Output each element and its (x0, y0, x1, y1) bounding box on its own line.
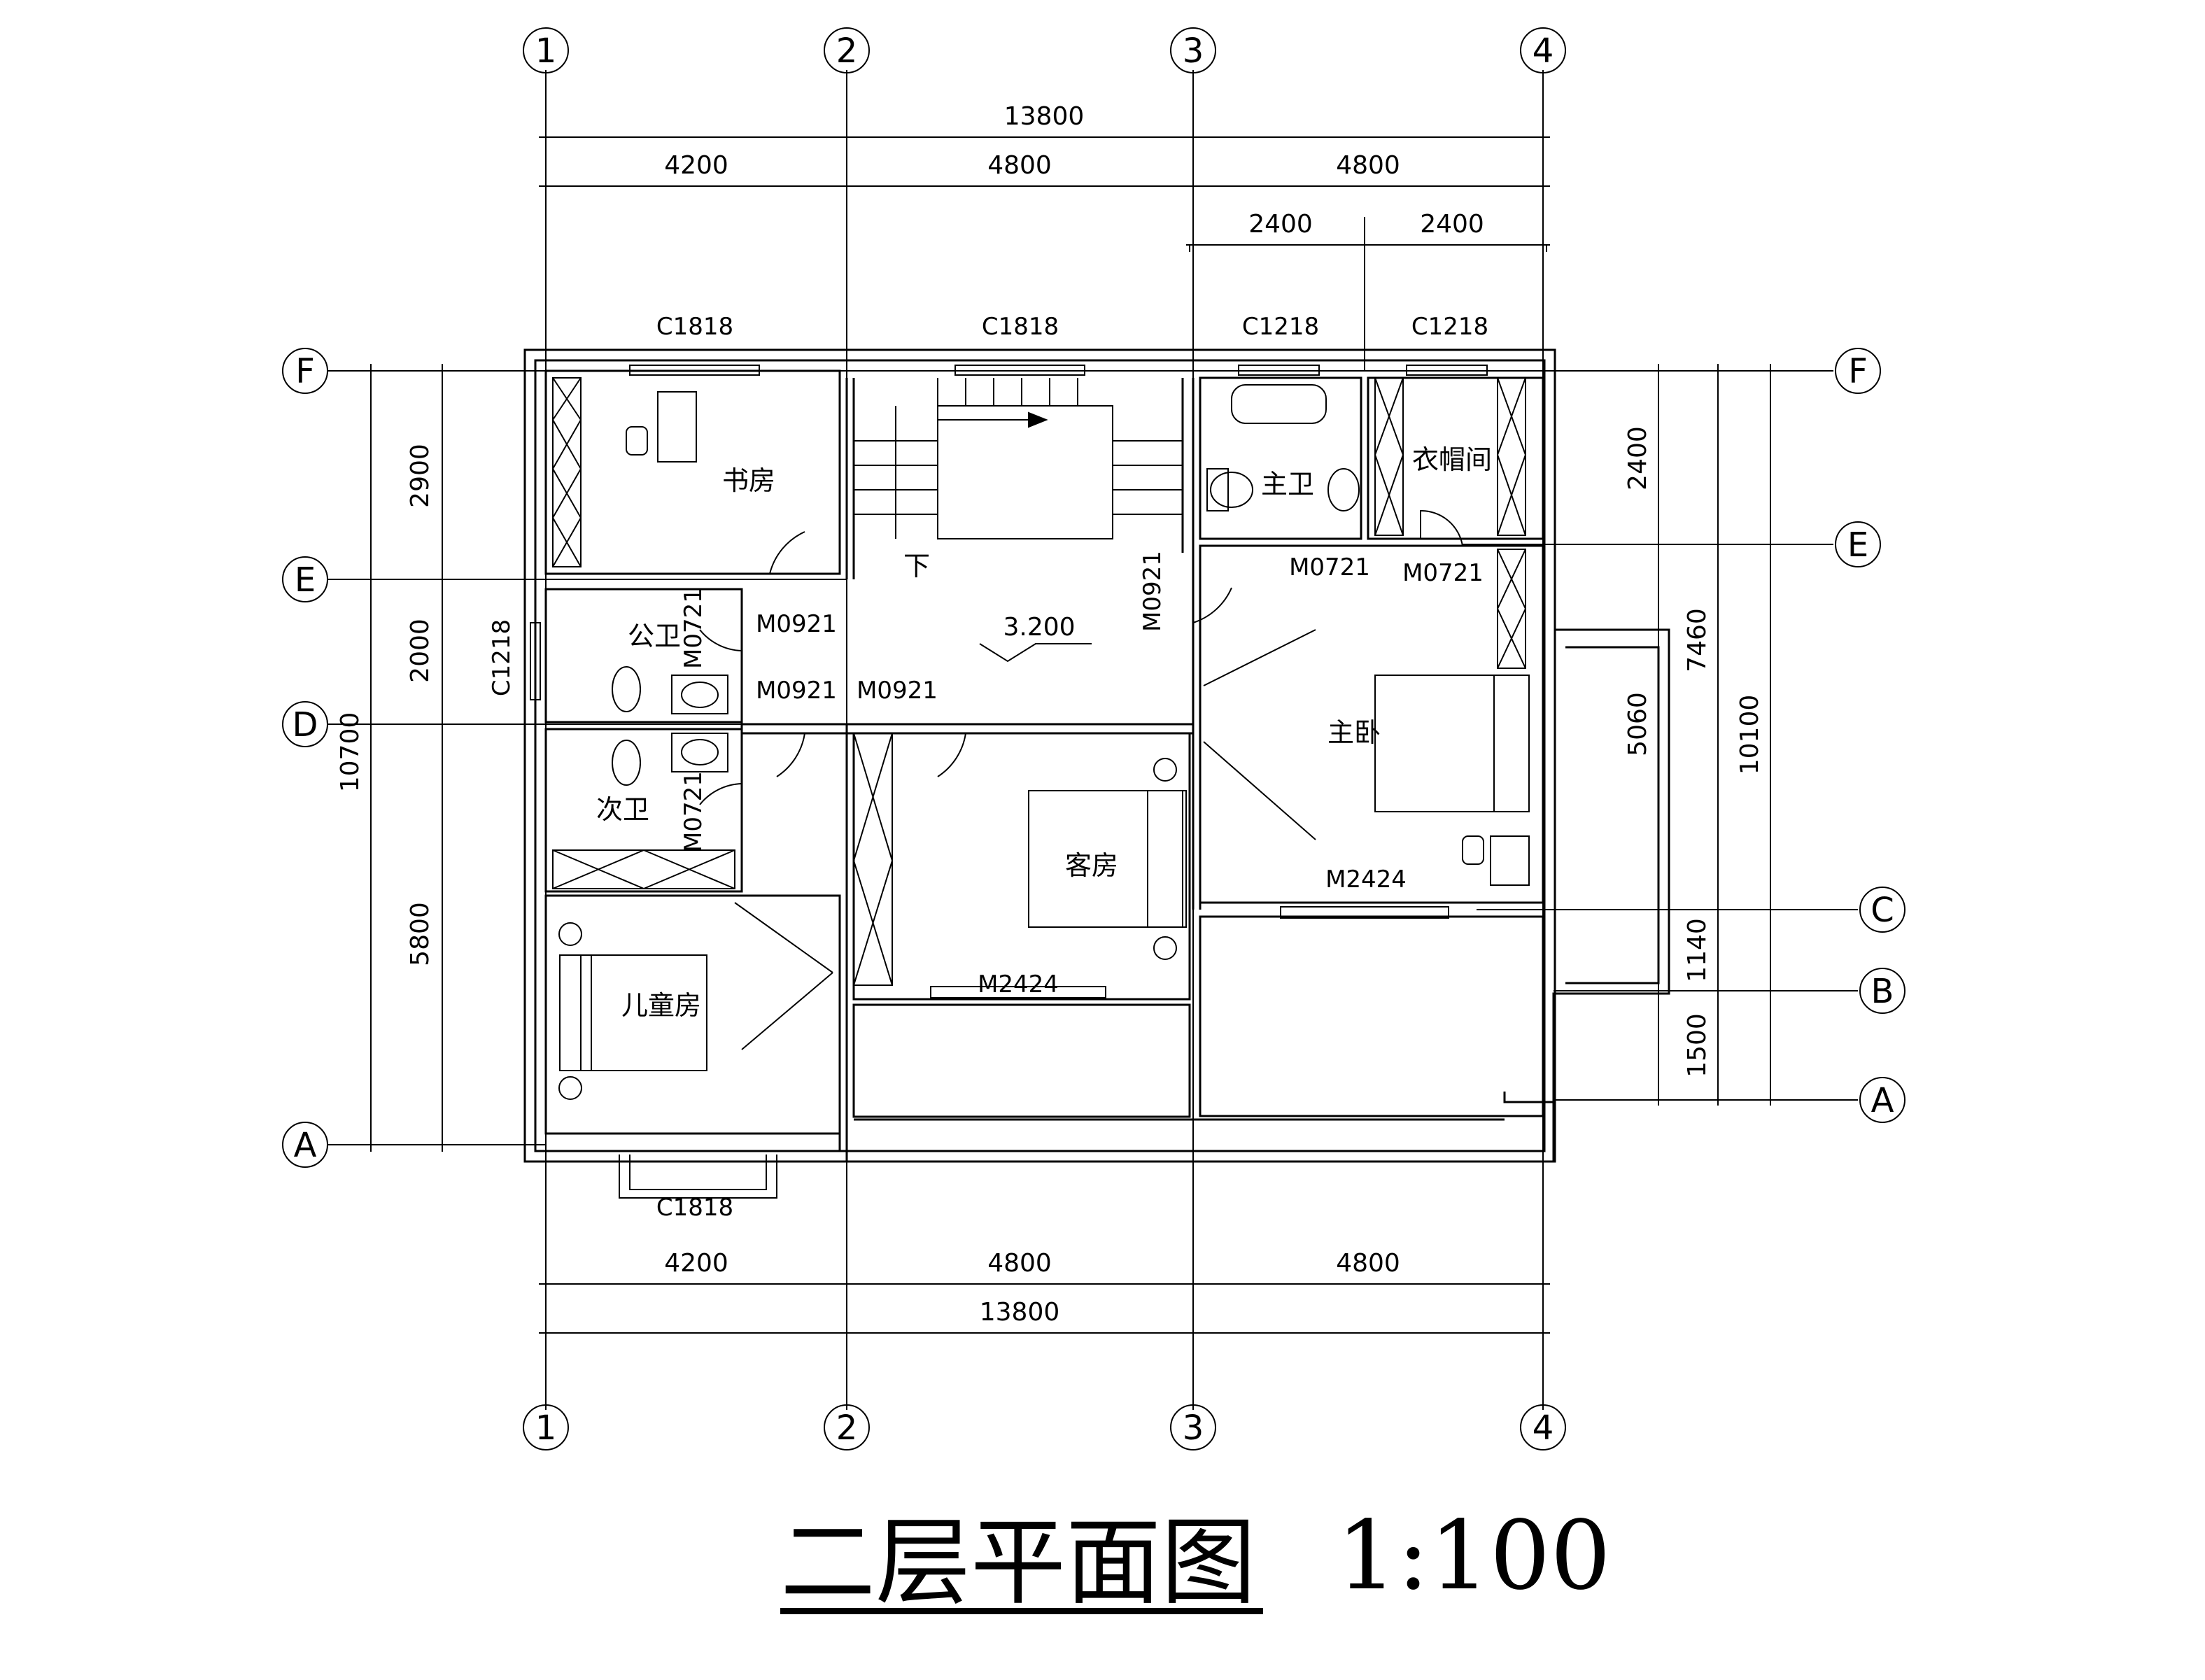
dim-total-bottom: 13800 (980, 1298, 1060, 1327)
axis-label-B-right: B (1871, 972, 1894, 1011)
dim-left-total: 10700 (336, 712, 365, 793)
axis-label-2-top: 2 (836, 31, 858, 71)
dim-total-top: 13800 (1004, 102, 1085, 131)
windows (530, 365, 1488, 1199)
dim-right-total: 10100 (1735, 695, 1764, 775)
left-dimensions (370, 364, 443, 1152)
room-label-second-bath: 次卫 (596, 794, 649, 825)
window-tag-closet: C1218 (1411, 313, 1488, 341)
axis-label-E-right: E (1847, 525, 1868, 565)
axis-label-3-bottom: 3 (1183, 1409, 1204, 1448)
axis-label-3-top: 3 (1183, 31, 1204, 71)
dim-right-1500: 1500 (1683, 1013, 1712, 1078)
dim-right-2400: 2400 (1623, 426, 1652, 490)
axis-label-E-left: E (295, 560, 316, 600)
axis-label-4-top: 4 (1533, 31, 1554, 71)
title-underline (780, 1608, 1263, 1614)
elevation-marker-shape (979, 643, 1092, 663)
door-tag-guest: M0921 (857, 677, 938, 705)
window-tag-study: C1818 (656, 313, 733, 341)
door-tag-master-balcony: M2424 (1325, 866, 1407, 894)
axis-label-F-left: F (295, 352, 315, 391)
axis-label-F-right: F (1848, 352, 1868, 391)
axis-bubbles (282, 27, 1905, 1450)
dim-bay3-bottom: 4800 (1336, 1249, 1400, 1278)
door-tag-guest-balcony: M2424 (978, 970, 1059, 998)
dim-bay2-bottom: 4800 (987, 1249, 1052, 1278)
axis-label-A-right: A (1871, 1081, 1894, 1120)
doors (699, 509, 1463, 1050)
dim-bay2-top: 4800 (987, 151, 1052, 180)
axis-label-C-right: C (1871, 891, 1894, 930)
axis-label-D-left: D (293, 705, 318, 744)
furniture (552, 377, 1530, 1100)
room-label-master-bath: 主卫 (1261, 469, 1314, 500)
dim-left-2900: 2900 (406, 444, 435, 508)
room-label-kids: 儿童房 (621, 990, 701, 1021)
door-tag-study: M0921 (756, 610, 837, 638)
drawing-title: 二层平面图 (780, 1508, 1256, 1618)
stair (854, 378, 1183, 539)
door-tag-second-bath: M0721 (679, 771, 707, 852)
dim-half1: 2400 (1248, 210, 1313, 239)
room-label-master: 主卧 (1327, 717, 1381, 748)
bottom-dimensions (539, 1283, 1550, 1334)
dim-bay1-bottom: 4200 (664, 1249, 728, 1278)
window-tag-public-bath: C1218 (488, 619, 516, 696)
stair-arrow (1028, 411, 1048, 428)
axis-label-4-bottom: 4 (1533, 1409, 1554, 1448)
axis-label-A-left: A (294, 1126, 317, 1165)
window-tag-kids: C1818 (656, 1194, 733, 1222)
dim-right-7460: 7460 (1683, 608, 1712, 672)
window-tag-stair: C1818 (982, 313, 1059, 341)
dim-right-5060: 5060 (1623, 692, 1652, 756)
window-tag-master-bath: C1218 (1242, 313, 1319, 341)
outer-walls (523, 348, 1670, 1163)
door-tag-second-bath-corridor: M0921 (756, 677, 837, 705)
dim-left-2000: 2000 (406, 619, 435, 683)
room-label-public-bath: 公卫 (628, 621, 681, 651)
axis-label-1-bottom: 1 (535, 1409, 557, 1448)
room-label-closet: 衣帽间 (1412, 444, 1492, 475)
elevation-value: 3.200 (1003, 613, 1075, 642)
axis-label-2-bottom: 2 (836, 1409, 858, 1448)
room-label-study: 书房 (722, 465, 775, 496)
door-tag-master-bedroom: M0921 (1139, 551, 1167, 632)
dim-left-5800: 5800 (406, 902, 435, 966)
dim-right-1140: 1140 (1683, 918, 1712, 982)
dim-bay1-top: 4200 (664, 151, 728, 180)
drawing-scale: 1:100 (1337, 1501, 1611, 1611)
dim-half2: 2400 (1420, 210, 1484, 239)
dim-bay3-top: 4800 (1336, 151, 1400, 180)
interior-walls (544, 369, 1544, 1151)
door-tag-public-bath: M0721 (679, 588, 707, 669)
room-label-guest: 客房 (1065, 850, 1118, 881)
axis-label-1-top: 1 (535, 31, 557, 71)
door-tag-master-bath: M0721 (1289, 553, 1370, 581)
door-tag-closet: M0721 (1402, 559, 1484, 587)
stair-down-label: 下 (903, 551, 930, 581)
top-dimensions (539, 136, 1550, 371)
